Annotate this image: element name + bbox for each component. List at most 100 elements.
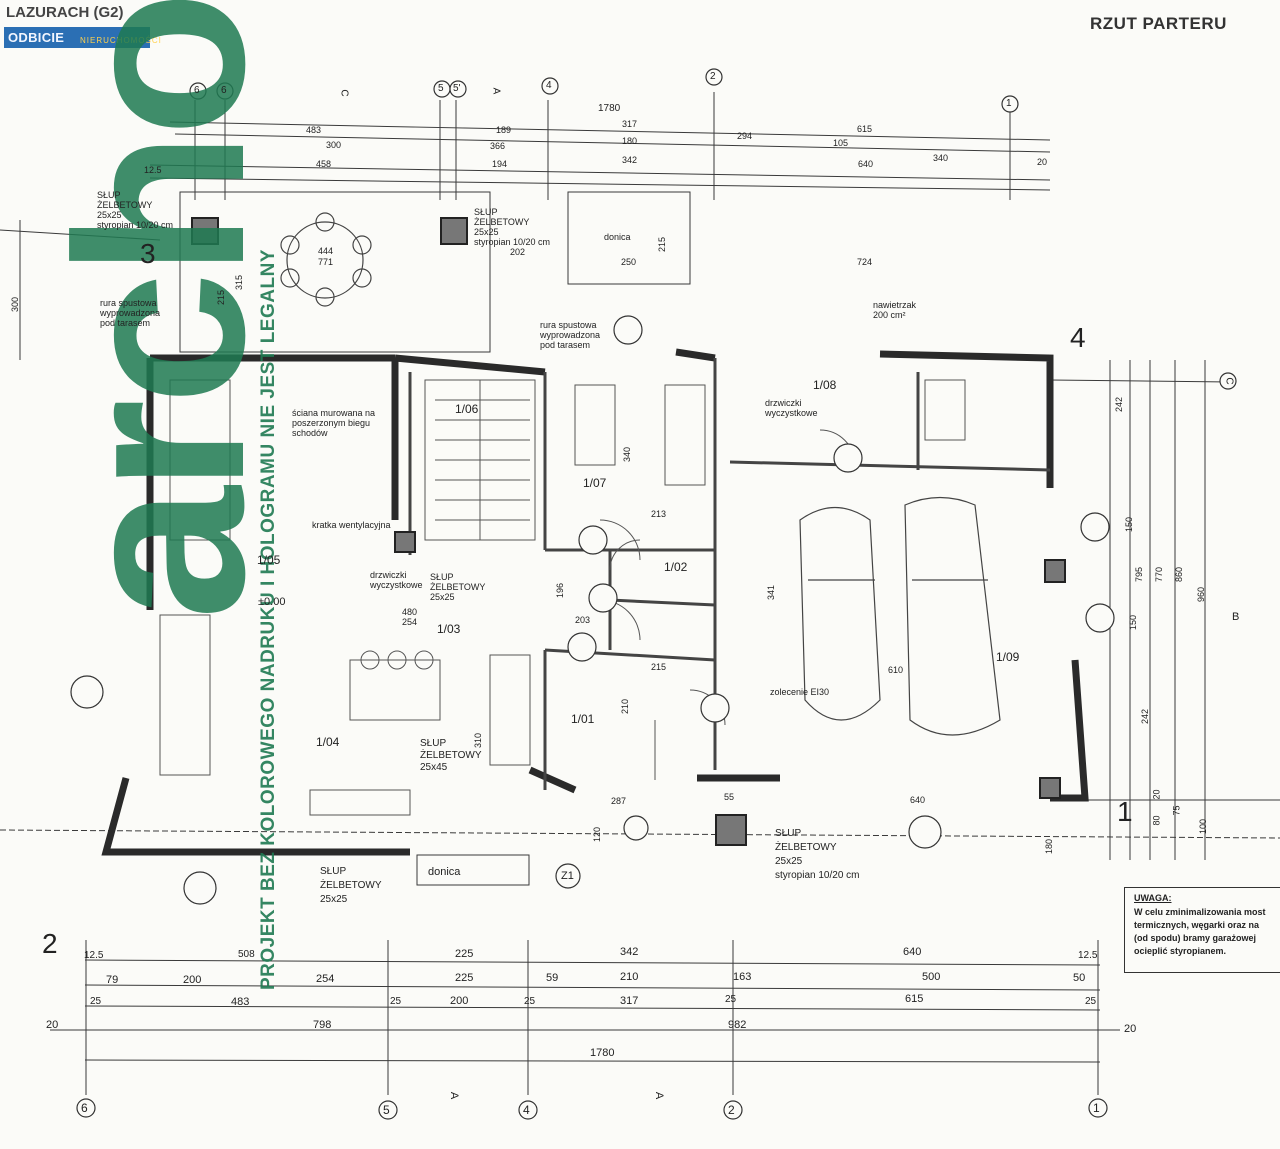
dimension-text: 315 <box>234 274 245 291</box>
cleanout-door-label: drzwiczki <box>370 570 407 580</box>
dimension-text: 100 <box>1198 818 1209 835</box>
dimension-text: 20 <box>1037 157 1048 167</box>
dimension-text: 242 <box>1114 396 1125 413</box>
column-label: styropian 10/20 cm <box>474 237 551 247</box>
room-1-02: 1/02 <box>664 560 688 574</box>
dimension-text: 615 <box>857 124 873 134</box>
dimension-text: 771 <box>318 257 334 267</box>
dimension-text: 340 <box>933 153 949 163</box>
dimension-text: 724 <box>857 257 873 267</box>
column-label: ŻELBETOWY <box>430 582 486 592</box>
axis-label: 1 <box>1006 98 1012 109</box>
section-mark: C <box>1223 377 1235 385</box>
dimension-text: 225 <box>455 972 474 984</box>
column-label: SŁUP <box>97 190 121 200</box>
dimension-text: 215 <box>216 289 227 306</box>
warning-note-line: (od spodu) bramy garażowej <box>1134 933 1257 943</box>
agency-logo <box>4 27 150 48</box>
column-label: 25x25 <box>320 894 348 905</box>
downpipe-label: rura spustowa <box>100 298 157 308</box>
dimension-text: 254 <box>402 617 418 627</box>
dimension-text: 180 <box>622 136 638 146</box>
dimension-text: 225 <box>455 948 474 960</box>
section-mark: C <box>338 89 350 97</box>
dimension-text: 150 <box>1128 614 1139 631</box>
dimension-text: 342 <box>620 946 639 958</box>
dimension-text: 508 <box>238 949 255 960</box>
dimension-text: 317 <box>622 119 638 129</box>
warning-note-box <box>1124 887 1280 973</box>
dimension-text: 20 <box>1124 1023 1137 1035</box>
warning-note-line: W celu zminimalizowania most <box>1134 907 1266 917</box>
dimension-text: 25 <box>390 996 402 1007</box>
dimension-text: 310 <box>473 732 484 749</box>
section-mark: A <box>490 87 502 95</box>
wall-note: schodów <box>292 428 328 438</box>
dimension-text: 610 <box>888 665 904 675</box>
planter-label: donica <box>428 866 461 878</box>
dimension-text: 480 <box>402 607 418 617</box>
dimension-text: 960 <box>1196 586 1207 603</box>
room-1-03: 1/03 <box>437 622 461 636</box>
dimension-text: 483 <box>231 996 250 1008</box>
dimension-text: 189 <box>496 125 512 135</box>
dimension-text: 254 <box>316 973 335 985</box>
dimension-text: 250 <box>621 257 637 267</box>
cleanout-door-label: wyczystkowe <box>765 408 818 418</box>
dimension-text: 215 <box>657 236 668 253</box>
dimension-text: 25 <box>725 994 737 1005</box>
room-1-06: 1/06 <box>455 402 479 416</box>
dimension-text: 200 <box>183 974 202 986</box>
fire-door-label: zolecenie EI30 <box>770 687 830 697</box>
dimension-text: 640 <box>910 795 926 805</box>
room-1-09: 1/09 <box>996 650 1020 664</box>
dimension-text: 770 <box>1154 566 1165 583</box>
wall-note: ściana murowana na <box>292 408 376 418</box>
dimension-text: 458 <box>316 159 332 169</box>
dimension-text: 25 <box>90 996 102 1007</box>
axis-label: 6 <box>194 85 200 96</box>
dimension-text: 860 <box>1174 566 1185 583</box>
dimension-text: 500 <box>922 971 941 983</box>
column-label: 25x25 <box>97 210 122 220</box>
agency-logo-subtitle: NIERUCHOMOŚCI <box>80 36 162 45</box>
column-label: ŻELBETOWY <box>320 880 382 891</box>
dimension-text: 79 <box>106 974 119 986</box>
column-label: SŁUP <box>420 738 447 749</box>
dimension-text: 120 <box>592 826 603 843</box>
column-label: SŁUP <box>474 207 498 217</box>
dimension-text: 366 <box>490 141 506 151</box>
side-label-3: 3 <box>140 238 156 269</box>
dimension-text: 317 <box>620 995 639 1007</box>
dimension-text: 213 <box>651 509 667 519</box>
column-label: ŻELBETOWY <box>420 750 482 761</box>
section-mark: A <box>448 1091 461 1100</box>
column-label: ŻELBETOWY <box>474 217 530 227</box>
section-mark: B <box>1232 611 1240 623</box>
column-label: 25x25 <box>474 227 499 237</box>
warning-note-line: termicznych, węgarki oraz na <box>1134 920 1260 930</box>
axis-label: 4 <box>546 80 552 91</box>
dimension-text: 194 <box>492 159 508 169</box>
air-inlet-label: nawietrzak <box>873 300 917 310</box>
downpipe-label: wyprowadzona <box>540 330 601 340</box>
dimension-text: 80 <box>1151 815 1162 826</box>
dimension-text: 210 <box>620 698 631 715</box>
axis-label: 5 <box>383 1103 390 1117</box>
dimension-text: 640 <box>903 946 922 958</box>
marker-z1: Z1 <box>561 870 574 882</box>
dimension-text: 75 <box>1171 805 1182 816</box>
column-label: styropian 10/20 cm <box>97 220 174 230</box>
column-label: styropian 10/20 cm <box>775 870 860 881</box>
axis-label: 6 <box>81 1101 88 1115</box>
axis-label: 4 <box>523 1103 530 1117</box>
dimension-text: 200 <box>450 995 469 1007</box>
dimension-text: 59 <box>546 972 559 984</box>
cleanout-door-label: drzwiczki <box>765 398 802 408</box>
room-1-08: 1/08 <box>813 378 837 392</box>
dimension-text: 444 <box>318 246 334 256</box>
wall-note: poszerzonym biegu <box>292 418 371 428</box>
column-label: 25x25 <box>775 856 803 867</box>
column-label: 25x25 <box>430 592 455 602</box>
